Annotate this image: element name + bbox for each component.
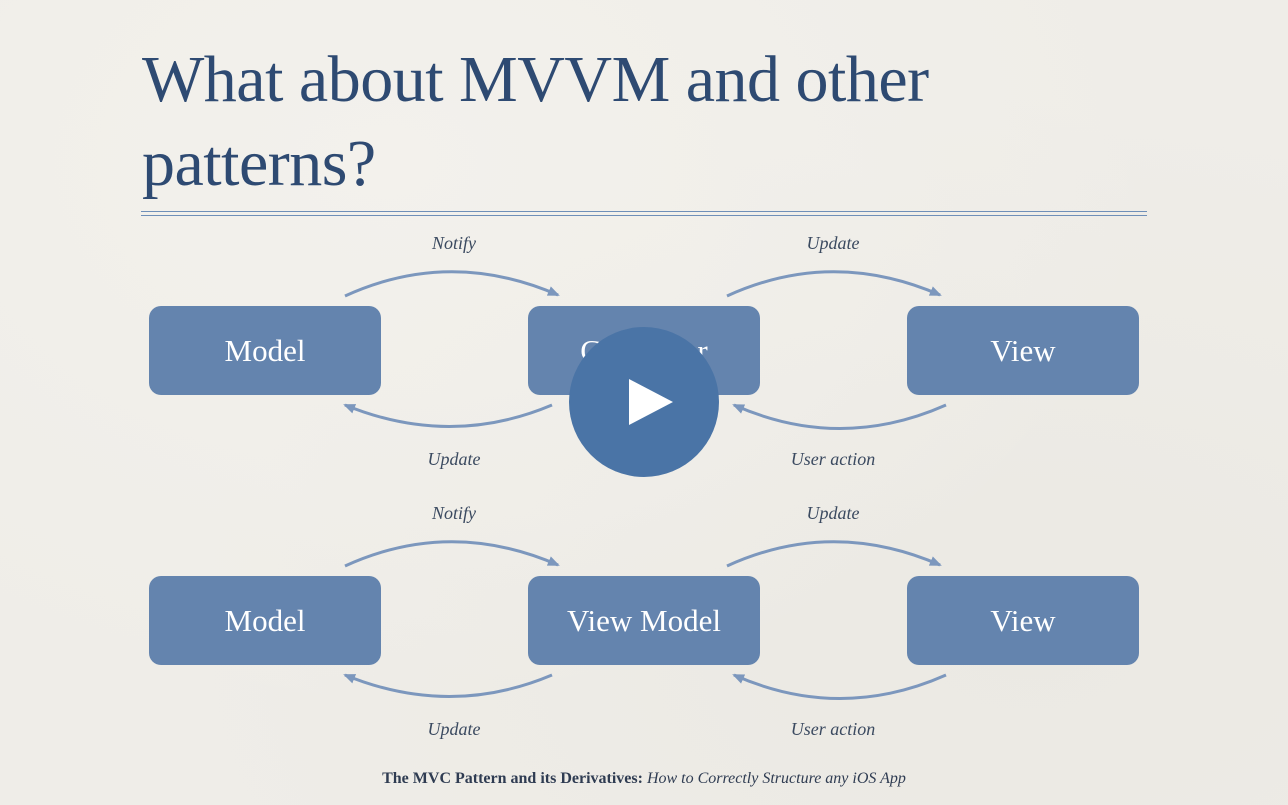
arrow-mvc-notify: [344, 270, 560, 298]
label-mvc-update-top: Update: [806, 233, 860, 253]
label-mvvm-update-bottom: Update: [427, 719, 481, 739]
box-mvc-view: View: [907, 306, 1139, 395]
box-mvvm-view-model-label: View Model: [567, 602, 721, 638]
arrow-mvvm-notify: [344, 540, 560, 568]
box-mvc-model-label: Model: [224, 332, 306, 368]
footer-title: The MVC Pattern and its Derivatives:: [382, 770, 643, 787]
title-line-1: What about MVVM and other: [142, 43, 929, 116]
box-mvc-view-label: View: [990, 332, 1056, 368]
slide-title: What about MVVM and other patterns?: [142, 38, 1122, 206]
box-mvvm-model: Model: [149, 576, 381, 665]
label-mvvm-update-top: Update: [806, 503, 860, 523]
label-mvvm-user-action: User action: [790, 719, 876, 739]
arrow-mvvm-user-action: [732, 673, 947, 700]
box-mvvm-view-model: View Model: [528, 576, 760, 665]
label-mvc-user-action: User action: [790, 449, 876, 469]
arrow-mvc-user-action: [732, 403, 947, 430]
title-divider-top: [141, 211, 1147, 212]
title-divider-bottom: [141, 215, 1147, 216]
box-mvvm-model-label: Model: [224, 602, 306, 638]
box-mvc-model: Model: [149, 306, 381, 395]
box-mvvm-view-label: View: [990, 602, 1056, 638]
footer-subtitle: How to Correctly Structure any iOS App: [646, 770, 906, 787]
box-mvvm-view: View: [907, 576, 1139, 665]
title-line-2: patterns?: [142, 127, 376, 200]
arrow-mvc-update-left: [343, 403, 553, 428]
play-icon[interactable]: [629, 379, 673, 425]
label-mvc-notify: Notify: [432, 233, 476, 253]
label-mvvm-notify: Notify: [432, 503, 476, 523]
arrow-mvc-update-right: [726, 270, 942, 298]
slide-footer: The MVC Pattern and its Derivatives: How…: [0, 770, 1288, 788]
label-mvc-update-bottom: Update: [427, 449, 481, 469]
arrow-mvvm-update-left: [343, 673, 553, 698]
arrow-mvvm-update-right: [726, 540, 942, 568]
